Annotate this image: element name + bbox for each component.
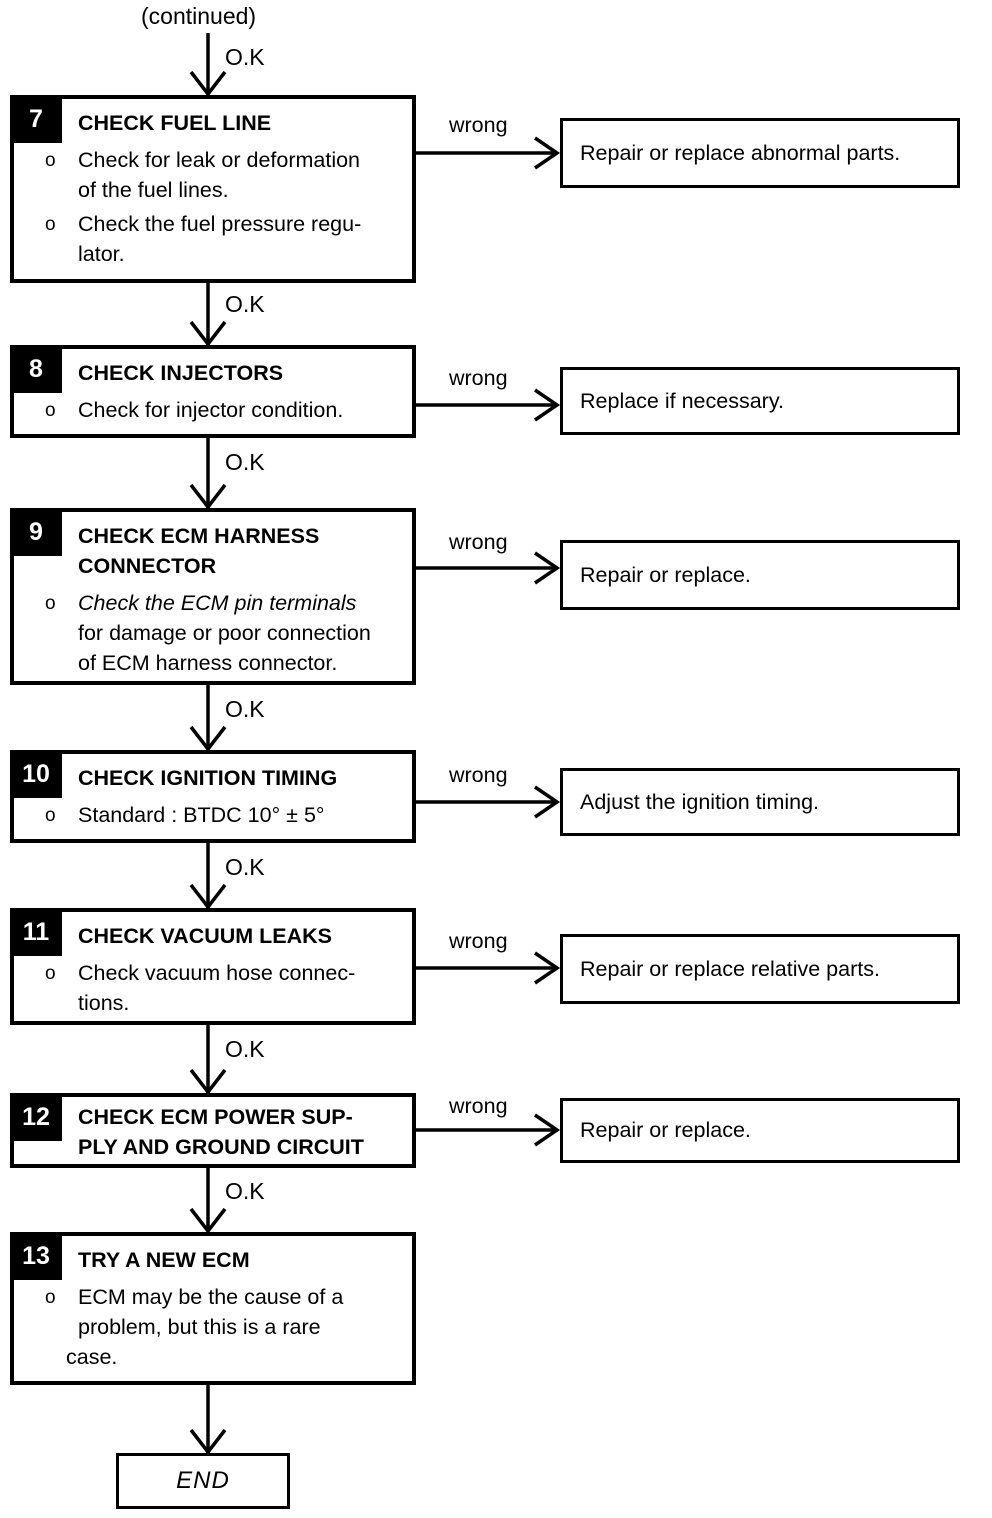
bullet-item: o Check vacuum hose connec- tions. [14,958,412,1018]
end-label: END [176,1467,230,1494]
action-text: Replace if necessary. [580,388,784,413]
step-number-badge: 13 [10,1232,62,1280]
step-number-badge: 12 [10,1093,62,1141]
step-title-line: CHECK INJECTORS [78,361,284,385]
action-text: Repair or replace relative parts. [580,956,880,981]
ok-label: O.K [225,1036,265,1062]
bullet-line: Check the ECM pin terminals [78,591,357,615]
bullet-marker: o [45,150,56,171]
action-box-8: Replace if necessary. [560,367,960,435]
step-title: CHECK IGNITION TIMING [78,763,408,793]
action-box-12: Repair or replace. [560,1098,960,1163]
step-bullets: o ECM may be the cause of a problem, but… [14,1282,412,1372]
bullet-marker: o [45,593,56,614]
step-title-line: CHECK ECM POWER SUP- [78,1105,353,1129]
step-box-13: 13 TRY A NEW ECM o ECM may be the cause … [10,1232,416,1385]
step-title-line: CHECK IGNITION TIMING [78,766,338,790]
step-title-line: CHECK VACUUM LEAKS [78,924,333,948]
step-title-line: TRY A NEW ECM [78,1248,250,1272]
wrong-label: wrong [449,366,508,390]
right-arrowheads [534,136,561,1147]
bullet-marker: o [45,400,56,421]
step-title-line: CONNECTOR [78,554,217,578]
ok-label: O.K [225,291,265,317]
action-box-9: Repair or replace. [560,540,960,610]
step-bullets: o Check the ECM pin terminals for damage… [14,588,412,678]
bullet-item: o ECM may be the cause of a problem, but… [14,1282,412,1372]
ok-label: O.K [225,44,265,70]
wrong-label: wrong [449,1094,508,1118]
wrong-label: wrong [449,113,508,137]
bullet-line: Check vacuum hose connec- [78,961,356,985]
action-text: Repair or replace. [580,1118,751,1142]
step-title: CHECK FUEL LINE [78,108,408,138]
bullet-line: Standard : BTDC 10° ± 5° [78,803,325,827]
bullet-item: o Check for injector condition. [14,395,412,425]
bullet-line: for damage or poor connection [78,621,371,645]
step-title-line: CHECK ECM HARNESS [78,524,320,548]
step-title: CHECK ECM POWER SUP- PLY AND GROUND CIRC… [78,1102,408,1162]
step-title-line: PLY AND GROUND CIRCUIT [78,1135,364,1159]
step-title: CHECK INJECTORS [78,358,408,388]
step-number-badge: 8 [10,345,62,393]
bullet-line: of the fuel lines. [78,178,229,202]
wrong-label: wrong [449,929,508,953]
wrong-label: wrong [449,763,508,787]
step-bullets: o Check for leak or deformation of the f… [14,145,412,269]
bullet-item: o Check for leak or deformation of the f… [14,145,412,205]
action-box-10: Adjust the ignition timing. [560,768,960,836]
step-box-9: 9 CHECK ECM HARNESS CONNECTOR o Check th… [10,508,416,685]
bullet-marker: o [45,963,56,984]
bullet-line: problem, but this is a rare [78,1315,321,1339]
ok-label: O.K [225,854,265,880]
bullet-line: lator. [78,242,125,266]
bullet-marker: o [45,805,56,826]
wrong-label: wrong [449,530,508,554]
bullet-item: o Check the ECM pin terminals for damage… [14,588,412,678]
bullet-item: o Standard : BTDC 10° ± 5° [14,800,412,830]
step-number-badge: 9 [10,508,62,556]
action-box-7: Repair or replace abnormal parts. [560,118,960,188]
bullet-line: Check for leak or deformation [78,148,361,172]
action-text: Repair or replace. [580,562,751,587]
bullet-line: tions. [78,991,130,1015]
bullet-line: Check for injector condition. [78,398,344,422]
step-box-8: 8 CHECK INJECTORS o Check for injector c… [10,345,416,438]
step-number-badge: 7 [10,95,62,143]
step-box-7: 7 CHECK FUEL LINE o Check for leak or de… [10,95,416,283]
wrong-branch-lines [416,151,556,1132]
step-title: TRY A NEW ECM [78,1245,408,1275]
step-bullets: o Check vacuum hose connec- tions. [14,958,412,1018]
action-box-11: Repair or replace relative parts. [560,934,960,1004]
bullet-line: case. [66,1345,118,1369]
ok-label: O.K [225,449,265,475]
end-terminal-box: END [116,1453,290,1509]
bullet-marker: o [45,214,56,235]
step-box-11: 11 CHECK VACUUM LEAKS o Check vacuum hos… [10,908,416,1025]
step-number-badge: 10 [10,750,62,798]
step-number-badge: 11 [10,908,62,956]
bullet-marker: o [45,1287,56,1308]
down-arrowheads [189,70,227,1455]
bullet-item: o Check the fuel pressure regu- lator. [14,209,412,269]
step-bullets: o Standard : BTDC 10° ± 5° [14,800,412,830]
continued-label: (continued) [141,3,257,29]
ok-label: O.K [225,696,265,722]
action-text: Repair or replace abnormal parts. [580,140,901,165]
action-text: Adjust the ignition timing. [580,789,820,814]
bullet-line: of ECM harness connector. [78,651,338,675]
bullet-line: Check the fuel pressure regu- [78,212,362,236]
ok-label: O.K [225,1178,265,1204]
step-title-line: CHECK FUEL LINE [78,111,272,135]
step-box-12: 12 CHECK ECM POWER SUP- PLY AND GROUND C… [10,1093,416,1168]
step-bullets: o Check for injector condition. [14,395,412,425]
bullet-line: ECM may be the cause of a [78,1285,344,1309]
step-title: CHECK ECM HARNESS CONNECTOR [78,521,408,581]
step-title: CHECK VACUUM LEAKS [78,921,408,951]
step-box-10: 10 CHECK IGNITION TIMING o Standard : BT… [10,750,416,843]
